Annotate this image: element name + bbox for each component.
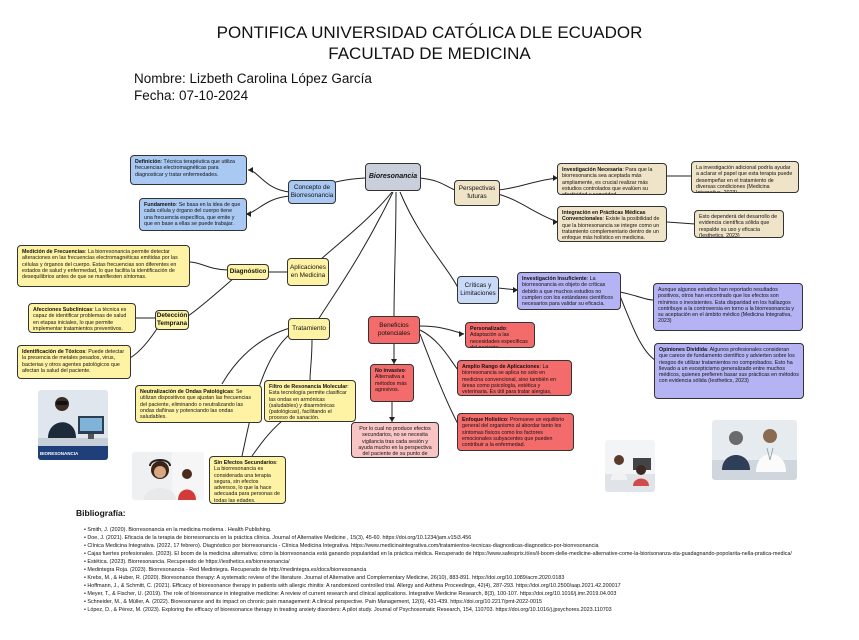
bibliography-item: Krebs, M., & Huber, R. (2020). Bioresona… — [84, 574, 854, 582]
clinic-photo — [605, 440, 655, 492]
definition-label: Definición — [135, 159, 161, 165]
bibliography-title: Bibliografía: — [76, 508, 126, 518]
bibliography-item: Estética. (2023). Biorresonancia. Recupe… — [84, 558, 854, 566]
fundament-box: Fundamento: Se basa en la idea de que ca… — [139, 198, 247, 231]
date-line: Fecha: 07-10-2024 — [134, 88, 249, 103]
central-node-bioresonancia: Bioresonancia — [365, 163, 421, 191]
frequency-measurement-label: Medición de Frecuencias — [22, 249, 85, 255]
perspectives-node: Perspectivas futuras — [454, 180, 500, 206]
neutralization-box: Neutralización de Ondas Patológicas: Se … — [135, 385, 262, 423]
no-side-effects-box: Sin Efectos Secundarios: La biorresonanc… — [209, 456, 286, 504]
frequency-measurement-box: Medición de Frecuencias: La biorresonanc… — [17, 245, 190, 287]
divided-opinions-text: : Algunos profesionales consideran que c… — [659, 347, 799, 385]
personalized-text: : Adaptación a las necesidades específic… — [470, 326, 528, 348]
patient-headphones-photo — [132, 452, 204, 500]
diagnosis-node: Diagnóstico — [227, 264, 269, 280]
early-detection-node: Detección Temprana — [155, 310, 189, 330]
definition-box: Definición: Técnica terapéutica que util… — [130, 155, 247, 185]
benefits-node: Beneficios potenciales — [368, 316, 420, 344]
doctor-patient-photo — [712, 420, 797, 480]
neutralization-label: Neutralización de Ondas Patológicas — [140, 389, 234, 395]
no-side-effects-label: Sin Efectos Secundarios — [214, 460, 277, 466]
fundament-text: : Se basa en la idea de que cada célula … — [144, 202, 241, 227]
research-needed-text: : Para que la biorresonancia sea aceptad… — [562, 167, 653, 194]
wide-range-box: Amplio Rango de Aplicaciones: La biorres… — [457, 360, 572, 396]
therefore-box: Por lo cual no produce efectos secundari… — [351, 422, 439, 458]
wide-range-label: Amplio Rango de Aplicaciones — [462, 364, 540, 370]
depends-box: Esto dependerá del desarrollo de evidenc… — [694, 210, 784, 238]
insufficient-research-label: Investigación Insuficiente — [522, 276, 587, 282]
applications-node: Aplicaciones en Medicina — [287, 258, 329, 286]
definition-text: : Técnica terapéutica que utiliza frecue… — [135, 159, 236, 178]
insufficient-research-text: : La biorresonancia es objeto de crítica… — [522, 276, 613, 308]
wide-range-text: : La biorresonancia se aplica no solo en… — [462, 364, 556, 396]
insufficient-research-box: Investigación Insuficiente: La biorreson… — [517, 272, 621, 310]
frequency-measurement-text: : La biorresonancia permite detectar alt… — [22, 249, 178, 281]
neutralization-text: : Se utilizan dispositivos que ajustan l… — [140, 389, 252, 421]
subclinical-label: Afecciones Subclínicas — [33, 307, 93, 313]
bibliography-item: Hoffmann, J., & Schmitt, C. (2021). Effi… — [84, 582, 854, 590]
subclinical-text: : La técnica es capaz de identificar pro… — [33, 307, 127, 332]
holistic-text: : Promueve un equilibrio general del org… — [462, 417, 565, 449]
holistic-label: Enfoque Holístico — [462, 417, 508, 423]
fundament-label: Fundamento — [144, 202, 176, 208]
research-needed-label: Investigación Necesaria — [562, 167, 623, 173]
non-invasive-box: No invasivo: Alternativa a métodos más a… — [370, 364, 414, 402]
integration-label: Integración en Prácticas Médicas Convenc… — [562, 210, 646, 223]
no-side-effects-text: : La biorresonancia es considerada una t… — [214, 460, 280, 504]
bibliography-item: Schneider, M., & Müller, A. (2022). Bior… — [84, 598, 854, 606]
bibliography-item: López, D., & Pérez, M. (2023). Exploring… — [84, 606, 854, 614]
photo-caption: BIORESONANCIA — [40, 451, 79, 456]
toxins-box: Identificación de Tóxicos: Puede detecta… — [17, 345, 131, 379]
toxins-label: Identificación de Tóxicos — [22, 349, 86, 355]
personalized-label: Personalizado — [470, 326, 506, 332]
university-title: PONTIFICA UNIVERSIDAD CATÓLICA DLE ECUAD… — [216, 23, 643, 42]
bibliography-item: Medintegra Roja. (2023). Biorresonancia … — [84, 566, 854, 574]
research-needed-box: Investigación Necesaria: Para que la bio… — [557, 163, 667, 195]
faculty-title: FACULTAD DE MEDICINA — [328, 44, 531, 63]
criticisms-node: Críticas y Limitaciones — [457, 276, 499, 304]
bibliography-list: Smith, J. (2020). Biorresonancia en la m… — [84, 526, 854, 615]
bibliography-item: Clínica Medicina Integrativa. (2022, 17 … — [84, 542, 854, 550]
integration-text: : Existe la posibilidad de que la biorre… — [562, 216, 660, 242]
holistic-box: Enfoque Holístico: Promueve un equilibri… — [457, 413, 574, 451]
divided-opinions-label: Opiniones Dividida — [659, 347, 707, 353]
bioresonance-device-photo: BIORESONANCIA — [38, 390, 108, 460]
bibliography-item: Meyer, T., & Fischer, U. (2019). The rol… — [84, 590, 854, 598]
concept-node: Concepto de Biorresonancia — [288, 180, 336, 204]
non-invasive-text: : Alternativa a métodos más agresivos. — [375, 368, 407, 393]
non-invasive-label: No invasivo — [375, 368, 405, 374]
bibliography-item: Smith, J. (2020). Biorresonancia en la m… — [84, 526, 854, 534]
bibliography-item: Doe, J. (2021). Eficacia de la terapia d… — [84, 534, 854, 542]
integration-box: Integración en Prácticas Médicas Convenc… — [557, 206, 667, 242]
although-studies-box: Aunque algunos estudios han reportado re… — [653, 283, 803, 331]
divided-opinions-box: Opiniones Dividida: Algunos profesionale… — [654, 343, 804, 399]
bibliography-item: Cajas fuertes profesionales. (2023). El … — [84, 550, 854, 558]
additional-research-box: La investigación adicional podría ayudar… — [691, 161, 799, 193]
personalized-box: Personalizado: Adaptación a las necesida… — [465, 322, 535, 348]
resonance-filter-box: Filtro de Resonancia Molecular: Esta tec… — [264, 380, 356, 422]
resonance-filter-text: : Esta tecnología permite clasificar las… — [269, 384, 349, 422]
subclinical-box: Afecciones Subclínicas: La técnica es ca… — [28, 303, 136, 333]
treatment-node: Tratamiento — [288, 318, 330, 340]
toxins-text: : Puede detectar la presencia de metales… — [22, 349, 125, 374]
student-name: Nombre: Lizbeth Carolina López García — [134, 71, 372, 86]
resonance-filter-label: Filtro de Resonancia Molecular — [269, 384, 348, 390]
